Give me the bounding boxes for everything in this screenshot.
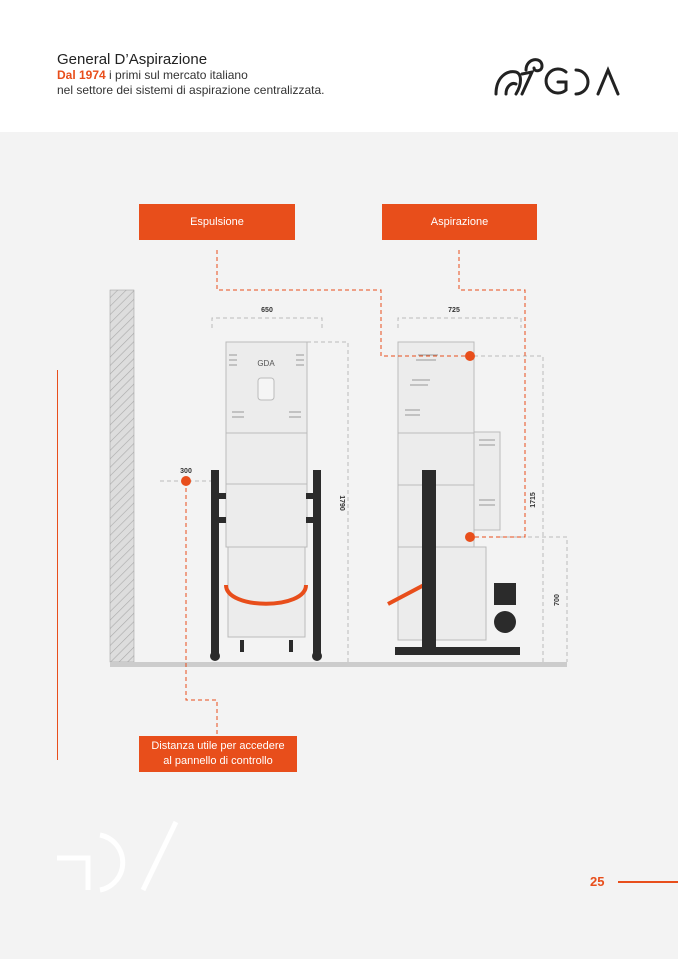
tagline: Dal 1974 i primi sul mercato italiano ne… xyxy=(57,68,324,98)
page-header: General D’Aspirazione Dal 1974 i primi s… xyxy=(0,0,678,132)
aspiration-label: Aspirazione xyxy=(382,204,537,240)
expulsion-point xyxy=(465,351,475,361)
access-distance-label: Distanza utile per accedere al pannello … xyxy=(139,736,297,772)
dim-1790: 1790 xyxy=(338,495,345,511)
company-name: General D’Aspirazione xyxy=(57,51,208,68)
tagline-rest: i primi sul mercato italiano xyxy=(105,68,248,82)
right-hose xyxy=(387,583,425,606)
dim-1715: 1715 xyxy=(530,492,537,508)
right-frame xyxy=(395,470,520,655)
right-unit xyxy=(397,341,501,641)
gda-logo xyxy=(494,58,620,96)
panel-point xyxy=(181,476,191,486)
aspiration-point xyxy=(465,532,475,542)
access-line1: Distanza utile per accedere xyxy=(151,740,285,752)
unit-logo: GDA xyxy=(257,359,275,368)
dim-650: 650 xyxy=(261,307,273,314)
since-highlight: Dal 1974 xyxy=(57,68,106,82)
watermark-logo xyxy=(57,820,179,893)
dim-300: 300 xyxy=(180,468,192,475)
wall xyxy=(109,289,135,663)
expulsion-label: Espulsione xyxy=(139,204,295,240)
dim-725: 725 xyxy=(448,307,460,314)
connection-lines xyxy=(185,250,526,736)
left-frame xyxy=(210,470,322,661)
side-accent-line xyxy=(57,370,58,760)
left-hose xyxy=(224,584,308,606)
page-number-line xyxy=(618,881,678,883)
left-unit: GDA xyxy=(225,341,308,638)
floor xyxy=(110,662,567,667)
dim-700: 700 xyxy=(554,594,561,606)
dimension-lines xyxy=(160,317,568,662)
access-line2: al pannello di controllo xyxy=(163,755,273,767)
page-number: 25 xyxy=(590,874,605,889)
tagline-line2: nel settore dei sistemi di aspirazione c… xyxy=(57,83,325,97)
